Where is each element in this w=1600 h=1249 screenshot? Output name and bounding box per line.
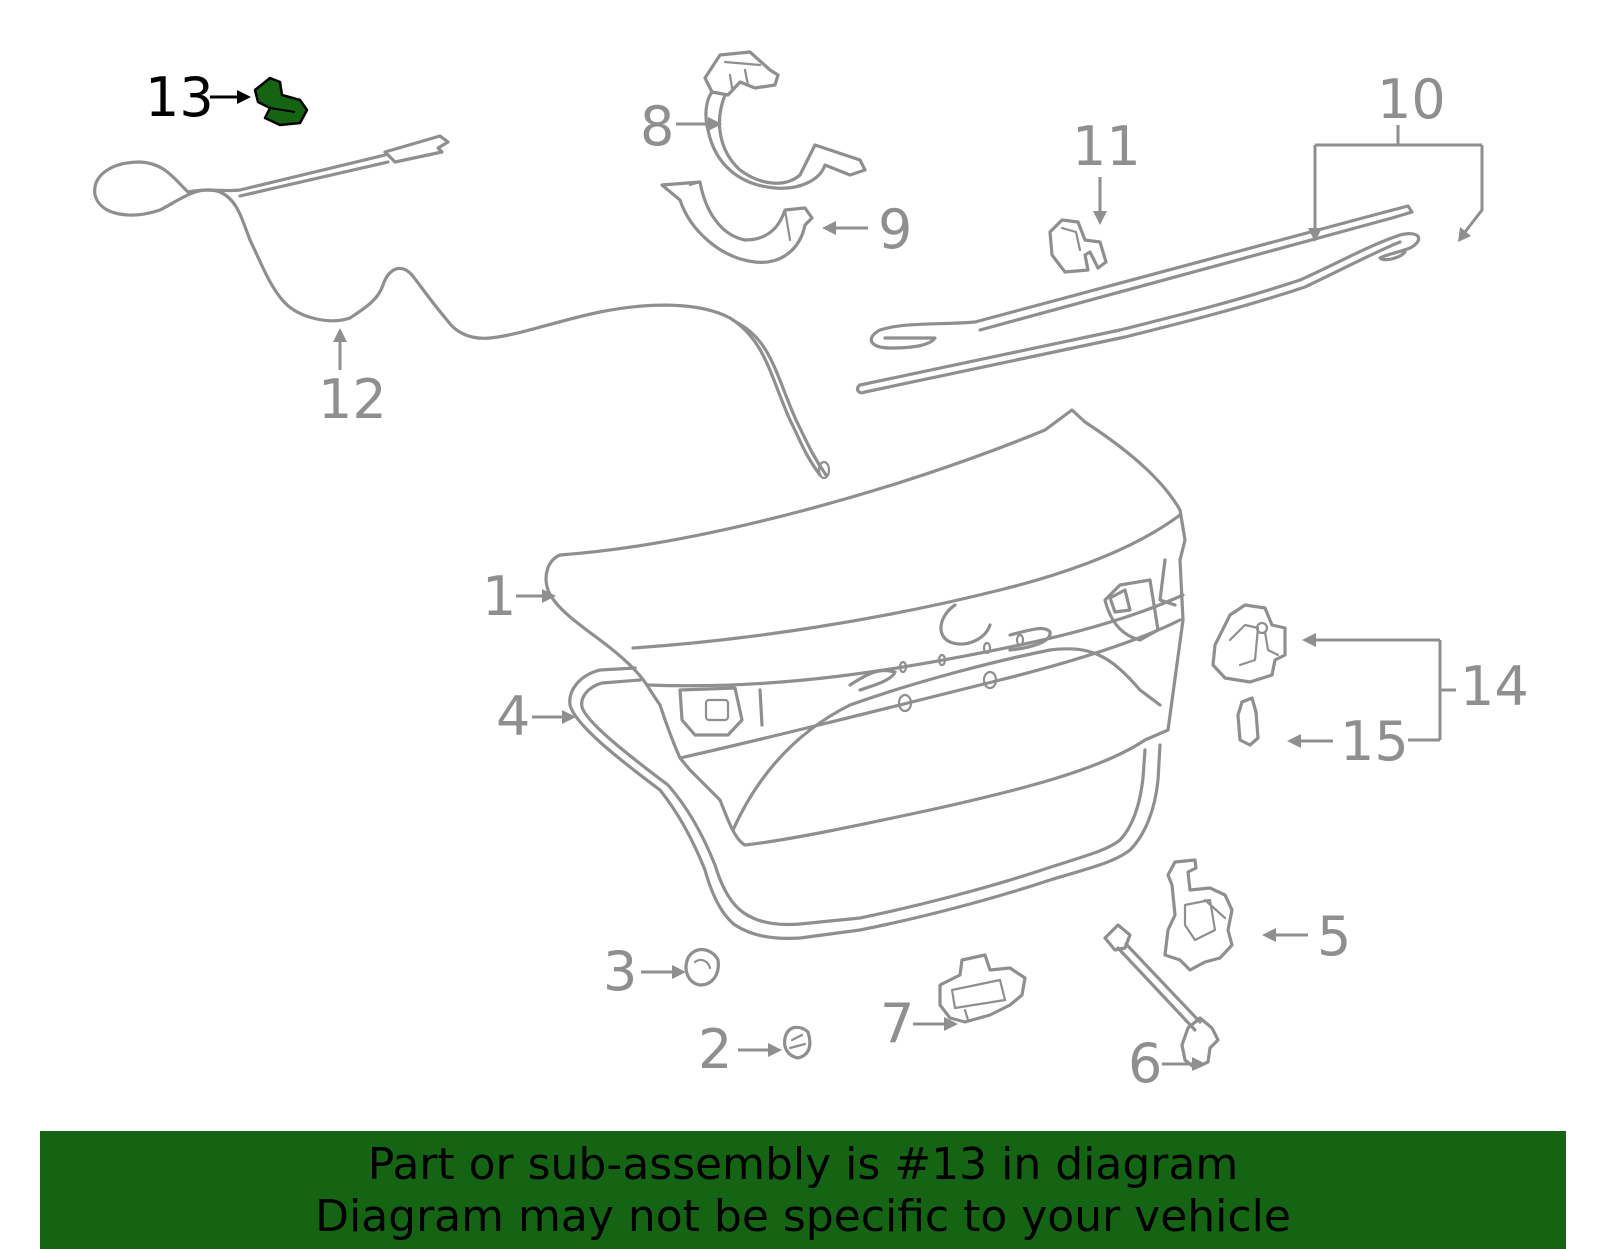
part-14-latch-assembly [1211, 603, 1287, 684]
part-12-release-cable [93, 134, 831, 480]
callout-label-15: 15 [1340, 710, 1409, 773]
part-9-hinge [660, 180, 814, 264]
part-2-plug [782, 1025, 812, 1060]
callout-7: 7 [880, 992, 958, 1055]
callout-11: 11 [1072, 115, 1141, 225]
callout-1: 1 [482, 565, 556, 628]
callout-label-11: 11 [1072, 115, 1141, 178]
callout-label-7: 7 [880, 992, 914, 1055]
banner-line-2: Diagram may not be specific to your vehi… [315, 1191, 1291, 1242]
callout-label-2: 2 [698, 1018, 732, 1081]
part-3-bumper [684, 948, 720, 987]
banner-line-1: Part or sub-assembly is #13 in diagram [367, 1139, 1239, 1190]
part-7-switch [938, 953, 1027, 1024]
callout-10: 10 [1308, 68, 1484, 242]
callout-14: 14 [1302, 633, 1529, 742]
info-banner: Part or sub-assembly is #13 in diagram D… [40, 1131, 1566, 1249]
callout-12: 12 [318, 328, 387, 431]
part-5-lock-assembly [1163, 858, 1234, 972]
callout-8: 8 [640, 95, 722, 158]
callout-label-9: 9 [878, 198, 912, 261]
callout-13: 13 [145, 66, 251, 129]
callout-5: 5 [1262, 905, 1351, 968]
callout-label-3: 3 [603, 940, 637, 1003]
callout-3: 3 [603, 940, 686, 1003]
callout-label-8: 8 [640, 95, 674, 158]
callout-label-1: 1 [482, 565, 516, 628]
part-6-lock-cylinder [1103, 923, 1220, 1070]
callout-label-6: 6 [1128, 1032, 1162, 1095]
callout-label-10: 10 [1377, 68, 1446, 131]
part-1-trunk-lid [544, 408, 1187, 847]
callout-label-12: 12 [318, 368, 387, 431]
callout-2: 2 [698, 1018, 782, 1081]
callout-label-14: 14 [1460, 655, 1529, 718]
callout-15: 15 [1287, 710, 1409, 773]
callout-label-13: 13 [145, 66, 214, 129]
part-15-cap [1236, 696, 1260, 747]
callout-6: 6 [1128, 1032, 1206, 1095]
part-8-hinge [703, 50, 867, 190]
callout-9: 9 [822, 198, 912, 261]
part-4-weatherstrip [568, 666, 1162, 941]
parts-diagram: 1 2 3 4 5 6 7 8 9 [93, 50, 1529, 1095]
callout-label-5: 5 [1317, 905, 1351, 968]
part-13-cable-clip [253, 76, 309, 127]
callout-label-4: 4 [496, 685, 530, 748]
part-11-bracket [1048, 218, 1108, 274]
callout-4: 4 [496, 685, 576, 748]
part-10-torsion-bars [855, 204, 1421, 395]
